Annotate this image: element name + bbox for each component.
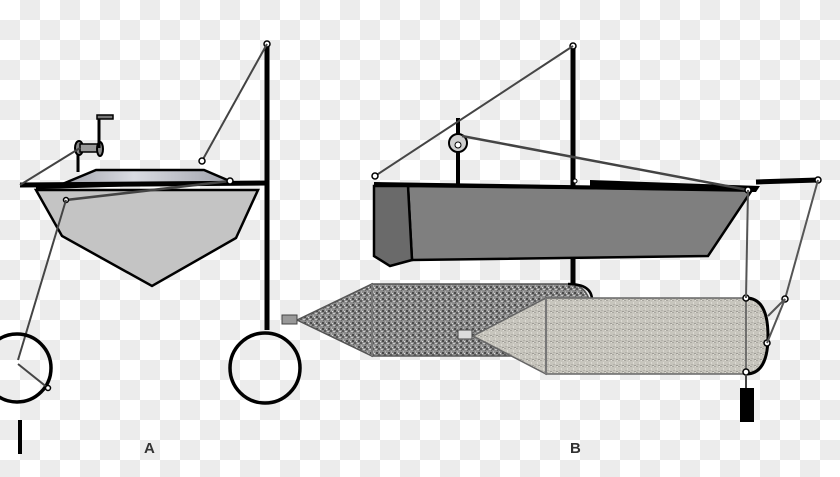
pulley-rope-b <box>461 134 749 192</box>
stay-rope-a <box>201 43 268 162</box>
weight-b <box>740 388 754 422</box>
panel-label-b: B <box>570 440 581 457</box>
net-dark-codend <box>281 314 298 325</box>
boom-b <box>755 177 819 185</box>
ring-left-a <box>0 332 53 404</box>
ring-right-a <box>228 331 302 405</box>
boom-bar-a <box>19 180 269 188</box>
cross-rope-a <box>65 179 231 202</box>
panel-a <box>0 40 302 454</box>
hull-a <box>33 188 260 288</box>
net-line-diagonal <box>784 179 819 300</box>
winch-icon <box>74 114 114 172</box>
net-light-codend <box>457 329 473 340</box>
net-line-vertical <box>745 189 749 299</box>
panel-label-a: A <box>144 440 155 457</box>
down-rope-a <box>17 199 67 361</box>
hull-b-bow <box>372 184 414 268</box>
winch-rope-a <box>19 147 81 186</box>
hull-b-side <box>406 184 755 262</box>
stub-left-a <box>18 420 22 454</box>
panel-b <box>281 42 822 422</box>
net-light <box>457 294 771 376</box>
stay-rope-b <box>374 45 574 177</box>
